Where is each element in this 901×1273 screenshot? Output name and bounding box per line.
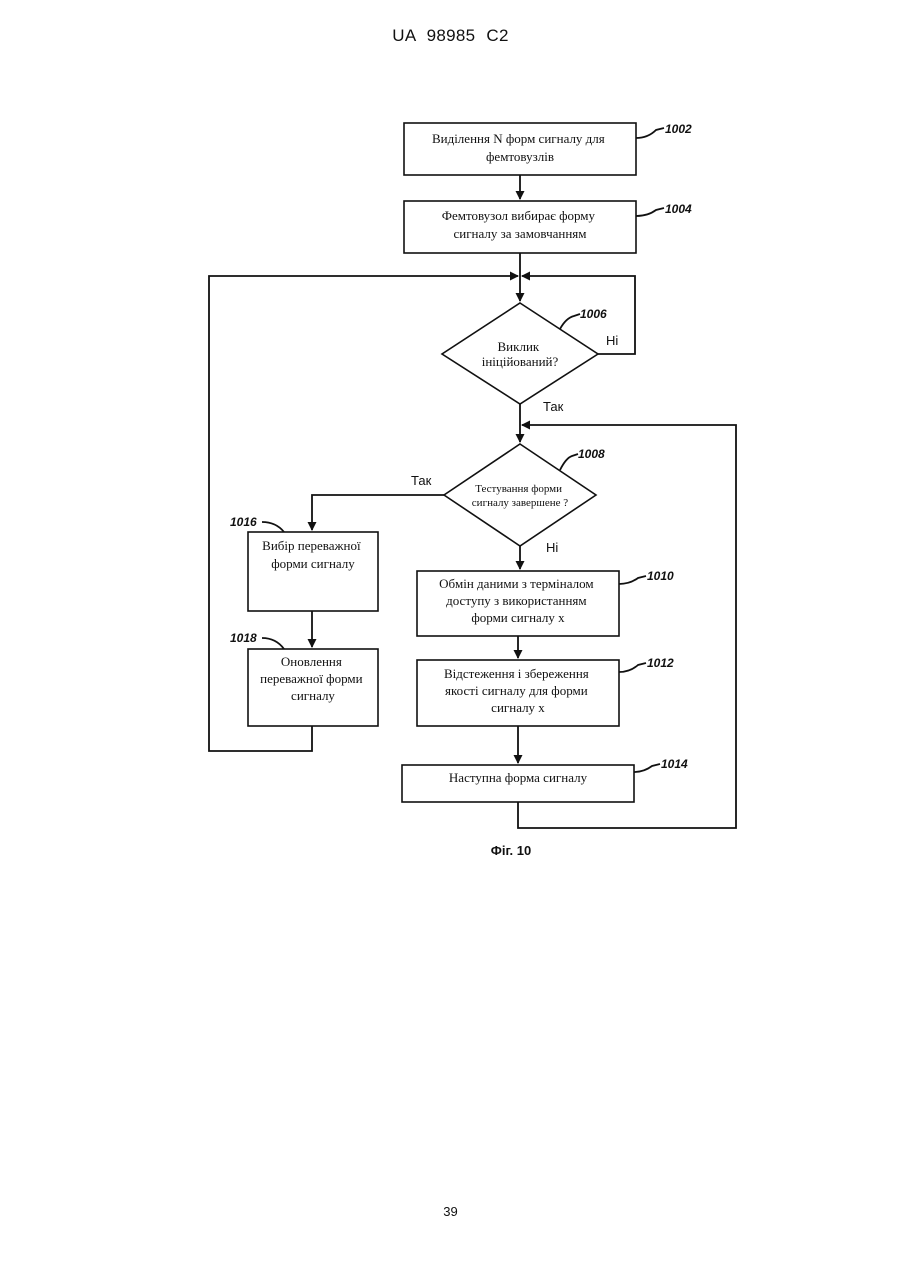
ref-1010: 1010 [647, 569, 674, 583]
branch-1006-yes-label: Так [543, 399, 564, 414]
ref-1014: 1014 [661, 757, 688, 771]
leader-1014 [634, 764, 660, 772]
branch-1006-no-label: Ні [606, 333, 618, 348]
ref-1004: 1004 [665, 202, 692, 216]
step-1014-text: Наступна форма сигналу [449, 770, 588, 785]
leader-1010 [619, 576, 646, 584]
figure-caption: Фіг. 10 [491, 843, 532, 858]
branch-1008-no-label: Ні [546, 540, 558, 555]
ref-1012: 1012 [647, 656, 674, 670]
ref-1008: 1008 [578, 447, 605, 461]
arrow-1008-yes-to-1016 [312, 495, 444, 530]
ref-1018: 1018 [230, 631, 257, 645]
decision-1008-diamond [444, 444, 596, 546]
branch-1008-yes-label: Так [411, 473, 432, 488]
ref-1016: 1016 [230, 515, 257, 529]
leader-1002 [636, 128, 664, 138]
leader-1006 [560, 314, 580, 329]
ref-1006: 1006 [580, 307, 607, 321]
leader-1008 [560, 454, 578, 470]
leader-1018 [262, 638, 284, 649]
leader-1012 [619, 663, 646, 672]
page-number: 39 [0, 1204, 901, 1219]
leader-1016 [262, 522, 284, 532]
ref-1002: 1002 [665, 122, 692, 136]
leader-1004 [636, 208, 664, 216]
